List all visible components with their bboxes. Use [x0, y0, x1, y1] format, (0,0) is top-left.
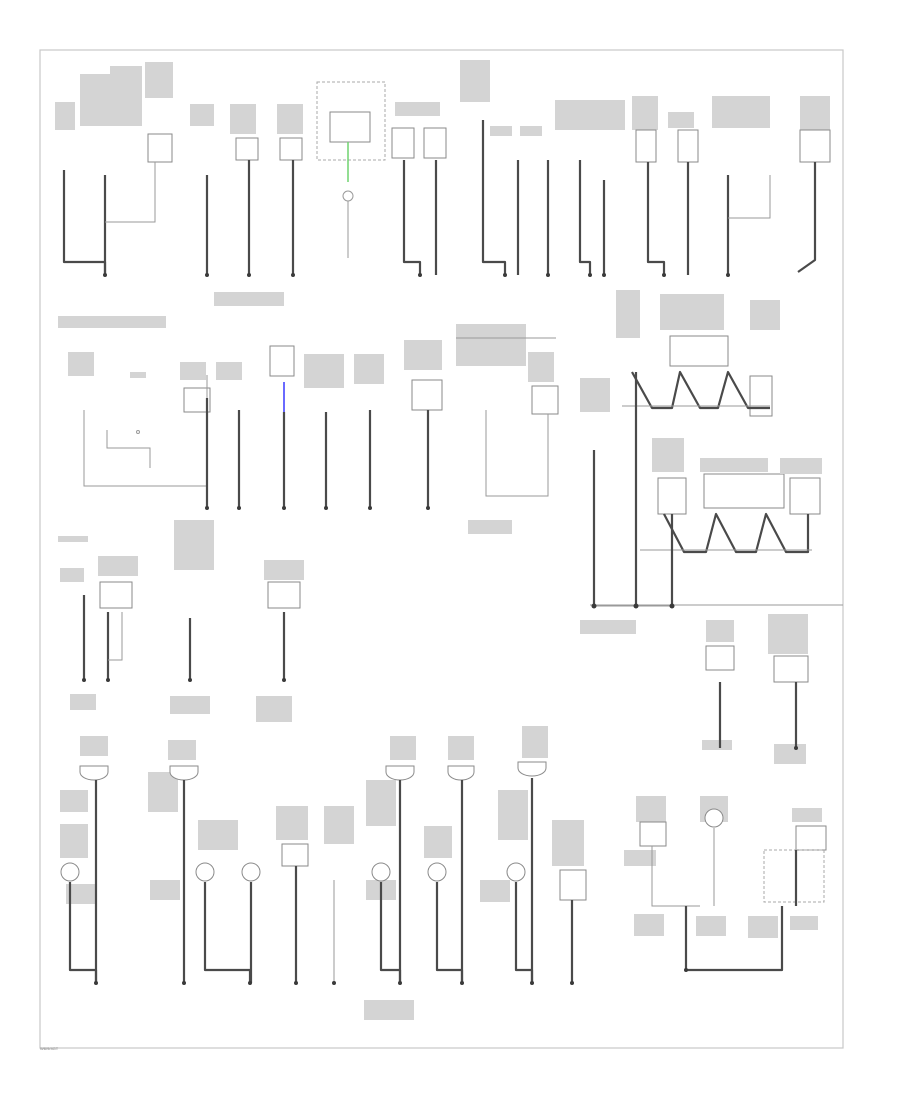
ground-wire — [684, 906, 784, 972]
component-labels-bottom — [60, 726, 584, 1020]
relay-box — [657, 477, 687, 515]
lamp-bulb-icon — [169, 765, 199, 781]
component-labels-middle — [58, 290, 780, 412]
component-labels-left-lower — [58, 520, 304, 722]
module-box — [329, 111, 371, 143]
module-outline — [763, 849, 825, 903]
splice-point — [136, 430, 140, 434]
signal-wire — [651, 846, 700, 907]
lamp-bulb-icon — [371, 862, 391, 882]
connector-box — [799, 129, 831, 163]
relay-ground — [663, 512, 810, 554]
lamp-bulb-icon — [704, 808, 724, 828]
ground-points-bottom — [94, 981, 574, 985]
relay-box — [789, 477, 821, 515]
top-ground-row — [55, 60, 831, 306]
ground-point — [794, 746, 798, 750]
ground-symbol — [342, 190, 354, 202]
relay-box — [669, 335, 729, 367]
bottom-lamp-row — [60, 726, 587, 1020]
connector-box — [639, 821, 667, 847]
connector-box — [705, 645, 735, 671]
lamp-bulb-icon — [385, 765, 415, 781]
ground-wire — [62, 170, 107, 275]
connector-box — [411, 379, 443, 411]
relay-box — [749, 375, 773, 417]
lamp-bulb-icon — [79, 765, 109, 781]
connector-box — [267, 581, 301, 609]
lamp-bulb-icon — [241, 862, 261, 882]
relay-labels — [652, 438, 822, 474]
right-relay-block — [580, 335, 822, 634]
ground-wire — [435, 882, 464, 983]
signal-wire — [106, 430, 151, 468]
connector-box — [281, 843, 309, 867]
connector-box — [391, 127, 415, 159]
connector-box — [183, 387, 211, 413]
connector-box — [269, 345, 295, 377]
ground-wire — [203, 882, 252, 983]
connector-box — [773, 655, 809, 683]
lamp-bulb-icon — [195, 862, 215, 882]
connector-box — [423, 127, 447, 159]
component-labels-top — [55, 60, 830, 136]
connector-box — [235, 137, 259, 161]
splice-wire — [105, 162, 156, 223]
signal-wire — [485, 410, 549, 497]
ground-label — [468, 520, 512, 534]
ground-wire — [797, 162, 817, 273]
ground-wire — [514, 882, 534, 983]
diagram-frame — [39, 49, 844, 1049]
ground-points-relay — [591, 603, 675, 609]
ground-label — [214, 292, 284, 306]
connector-box — [147, 133, 173, 163]
right-lower-block — [624, 614, 827, 972]
ground-wire — [402, 160, 422, 275]
relay-ground — [631, 370, 770, 410]
lamp-bulbs — [60, 761, 547, 882]
ground-points-middle — [205, 506, 430, 510]
ground-wire — [481, 120, 507, 275]
middle-ground-row — [58, 290, 780, 534]
ground-point — [684, 968, 688, 972]
ground-points-top — [103, 273, 730, 277]
connector-box — [279, 137, 303, 161]
splice-wire — [728, 175, 771, 219]
lamp-bulb-icon — [447, 765, 475, 781]
connector-box — [99, 581, 133, 609]
diagram-code: W6/9/4GT — [40, 1046, 59, 1051]
connector-box — [795, 825, 827, 851]
ground-wire — [646, 162, 666, 275]
left-lower-block — [58, 520, 304, 722]
connector-box — [559, 869, 587, 901]
relay-box — [703, 473, 785, 509]
connector-box — [531, 385, 559, 415]
connector-box — [635, 129, 657, 163]
lamp-bulb-icon — [517, 761, 547, 777]
lamp-bulb-icon — [60, 862, 80, 882]
module-outline — [316, 81, 386, 161]
lamp-bulb-icon — [506, 862, 526, 882]
ground-points-left-lower — [82, 678, 286, 682]
signal-wire — [108, 612, 123, 661]
ground-wire — [578, 160, 592, 275]
lamp-bulb-icon — [427, 862, 447, 882]
ground-label — [580, 620, 636, 634]
connector-box — [677, 129, 699, 163]
